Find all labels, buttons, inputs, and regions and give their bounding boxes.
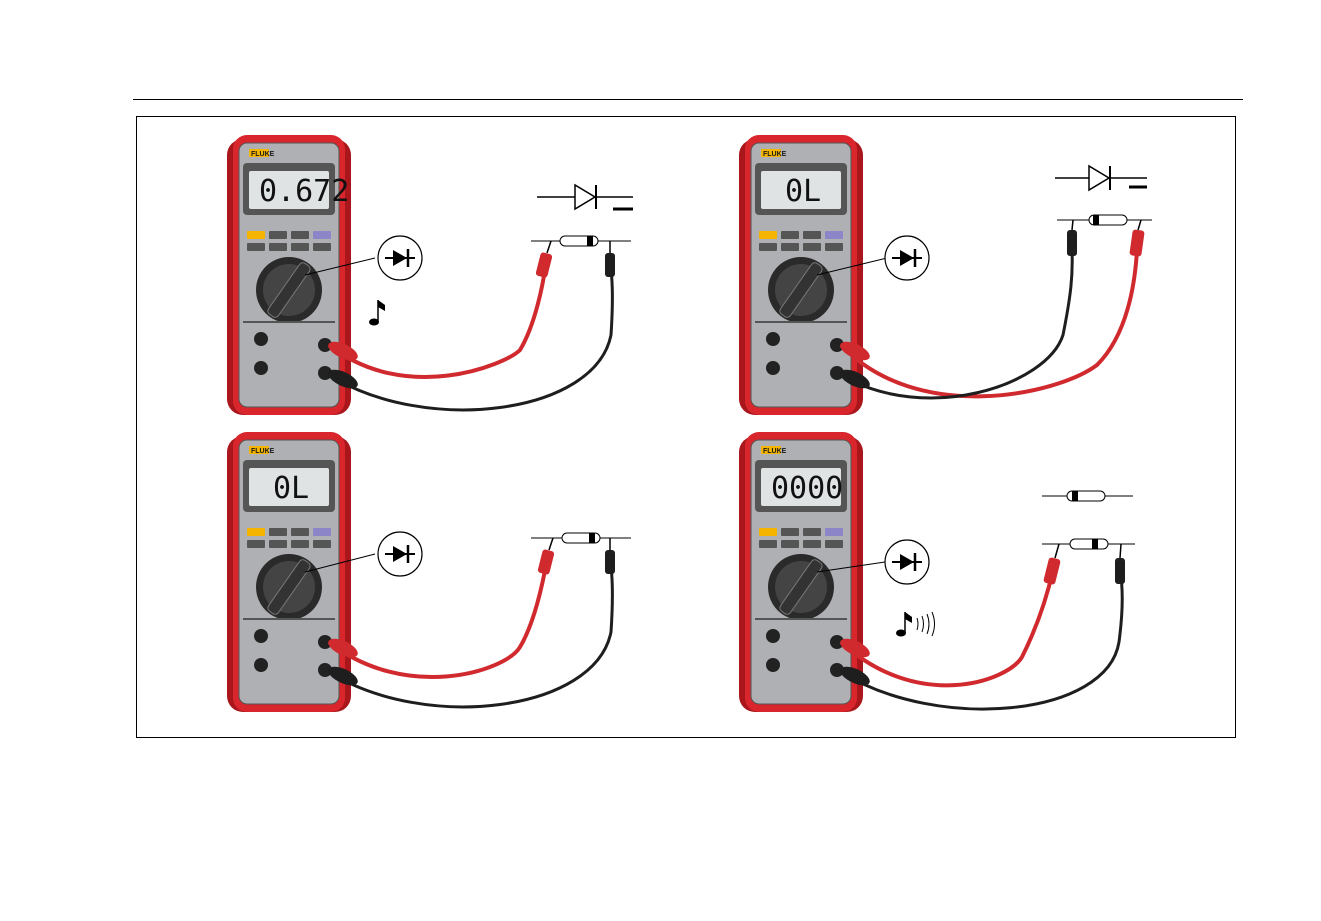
music-note-icon [369, 300, 385, 326]
display-reading: 0L [273, 471, 309, 506]
test-leads [326, 241, 615, 410]
hold-button[interactable] [825, 528, 843, 536]
jack-a[interactable] [766, 629, 780, 643]
panel-bottom-right: FLUKE 0000 [737, 432, 1297, 732]
diode-component-icon [531, 236, 631, 246]
diode-schematic [1055, 166, 1147, 190]
range-button[interactable] [291, 528, 309, 536]
hold-button[interactable] [313, 231, 331, 239]
beep-button[interactable] [781, 540, 799, 548]
rel-button[interactable] [291, 243, 309, 251]
panel-bottom-left: FLUKE 0L [225, 432, 785, 732]
beep-button[interactable] [781, 243, 799, 251]
hold-button[interactable] [313, 528, 331, 536]
hz-button[interactable] [825, 540, 843, 548]
range-button[interactable] [803, 231, 821, 239]
range-button[interactable] [803, 528, 821, 536]
diode-component-icon [1042, 491, 1133, 501]
sound-waves-icon [917, 612, 935, 636]
minmax-button[interactable] [269, 528, 287, 536]
minmax-button[interactable] [269, 231, 287, 239]
diode-schematic [537, 185, 633, 209]
minmax-button[interactable] [781, 231, 799, 239]
header-rule [133, 99, 1243, 100]
rel-button[interactable] [291, 540, 309, 548]
test-leads [838, 544, 1125, 709]
panel-top-right: FLUKE 0L [737, 135, 1297, 435]
yellow-button[interactable] [759, 231, 777, 239]
panel-tl-svg: FLUKE 0.672 [225, 135, 785, 435]
light-button[interactable] [759, 243, 777, 251]
diode-component-icon [531, 533, 631, 543]
brand-logo: FLUKE [251, 151, 275, 158]
range-button[interactable] [291, 231, 309, 239]
hz-button[interactable] [313, 540, 331, 548]
jack-ma[interactable] [254, 658, 268, 672]
yellow-button[interactable] [247, 231, 265, 239]
display-reading: 0.672 [259, 174, 349, 209]
jack-a[interactable] [254, 629, 268, 643]
rel-button[interactable] [803, 540, 821, 548]
test-leads [326, 538, 615, 707]
jack-ma[interactable] [766, 361, 780, 375]
jack-ma[interactable] [254, 361, 268, 375]
yellow-button[interactable] [759, 528, 777, 536]
test-leads [838, 220, 1145, 398]
jack-a[interactable] [254, 332, 268, 346]
hz-button[interactable] [313, 243, 331, 251]
display-reading: 0000 [771, 471, 843, 506]
light-button[interactable] [247, 540, 265, 548]
rel-button[interactable] [803, 243, 821, 251]
brand-logo: FLUKE [763, 448, 787, 455]
beep-button[interactable] [269, 243, 287, 251]
minmax-button[interactable] [781, 528, 799, 536]
jack-ma[interactable] [766, 658, 780, 672]
hz-button[interactable] [825, 243, 843, 251]
hold-button[interactable] [825, 231, 843, 239]
light-button[interactable] [759, 540, 777, 548]
panel-bl-svg: FLUKE 0L [225, 432, 785, 732]
light-button[interactable] [247, 243, 265, 251]
brand-logo: FLUKE [251, 448, 275, 455]
panel-br-svg: FLUKE 0000 [737, 432, 1297, 732]
beep-button[interactable] [269, 540, 287, 548]
diode-component-icon [1057, 215, 1152, 225]
yellow-button[interactable] [247, 528, 265, 536]
display-reading: 0L [785, 174, 821, 209]
music-note-icon [896, 612, 912, 637]
brand-logo: FLUKE [763, 151, 787, 158]
panel-top-left: FLUKE 0.672 [225, 135, 785, 435]
panel-tr-svg: FLUKE 0L [737, 135, 1297, 435]
jack-a[interactable] [766, 332, 780, 346]
